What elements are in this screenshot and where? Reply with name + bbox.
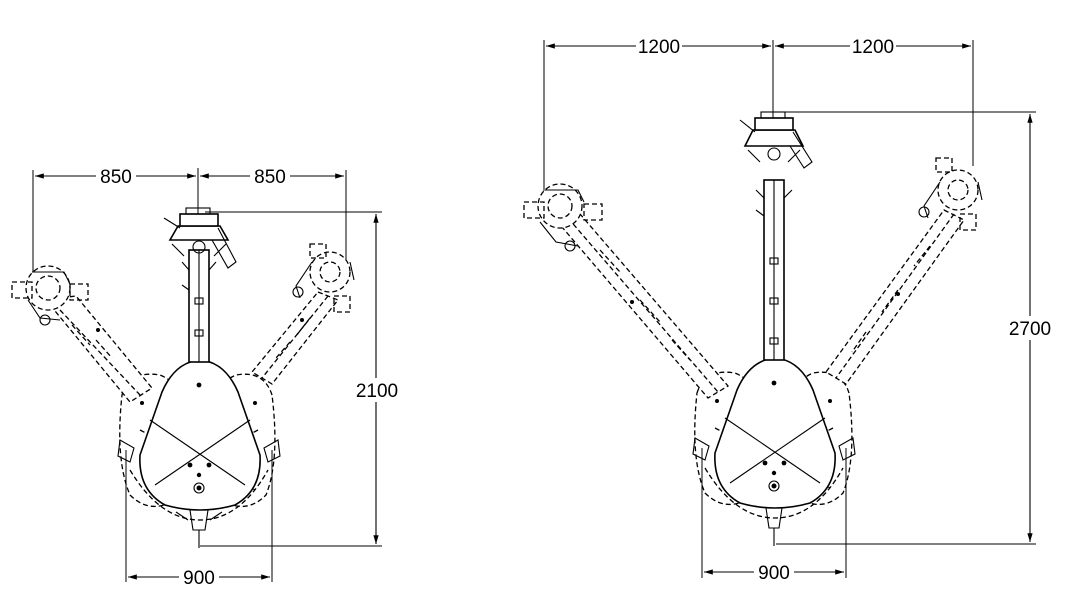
left-base-width-label: 900 <box>183 568 215 589</box>
right-machine: 1200 1200 2700 900 <box>523 34 1054 584</box>
left-arm-right <box>251 243 355 385</box>
left-machine: 850 850 2100 900 <box>11 164 400 589</box>
right-arm-left <box>523 183 729 399</box>
left-top-dimension: 850 850 <box>32 164 347 290</box>
right-reach-left-label: 1200 <box>638 37 680 58</box>
left-arm-left <box>11 265 153 403</box>
left-reach-left-label: 850 <box>100 167 132 188</box>
right-center-column <box>739 111 813 361</box>
right-arm-right <box>825 157 983 385</box>
right-base-body <box>692 357 856 546</box>
right-height-dimension: 2700 <box>776 111 1054 545</box>
left-height-label: 2100 <box>356 381 398 402</box>
left-center-column <box>163 207 237 363</box>
left-height-dimension: 2100 <box>200 211 400 547</box>
right-height-label: 2700 <box>1009 319 1051 340</box>
right-base-width-label: 900 <box>758 563 790 584</box>
left-base-body <box>117 359 281 548</box>
left-base-dimension: 900 <box>125 450 273 589</box>
right-top-dimension: 1200 1200 <box>543 34 974 196</box>
left-reach-right-label: 850 <box>254 167 286 188</box>
right-base-dimension: 900 <box>701 448 847 584</box>
right-reach-right-label: 1200 <box>852 37 894 58</box>
